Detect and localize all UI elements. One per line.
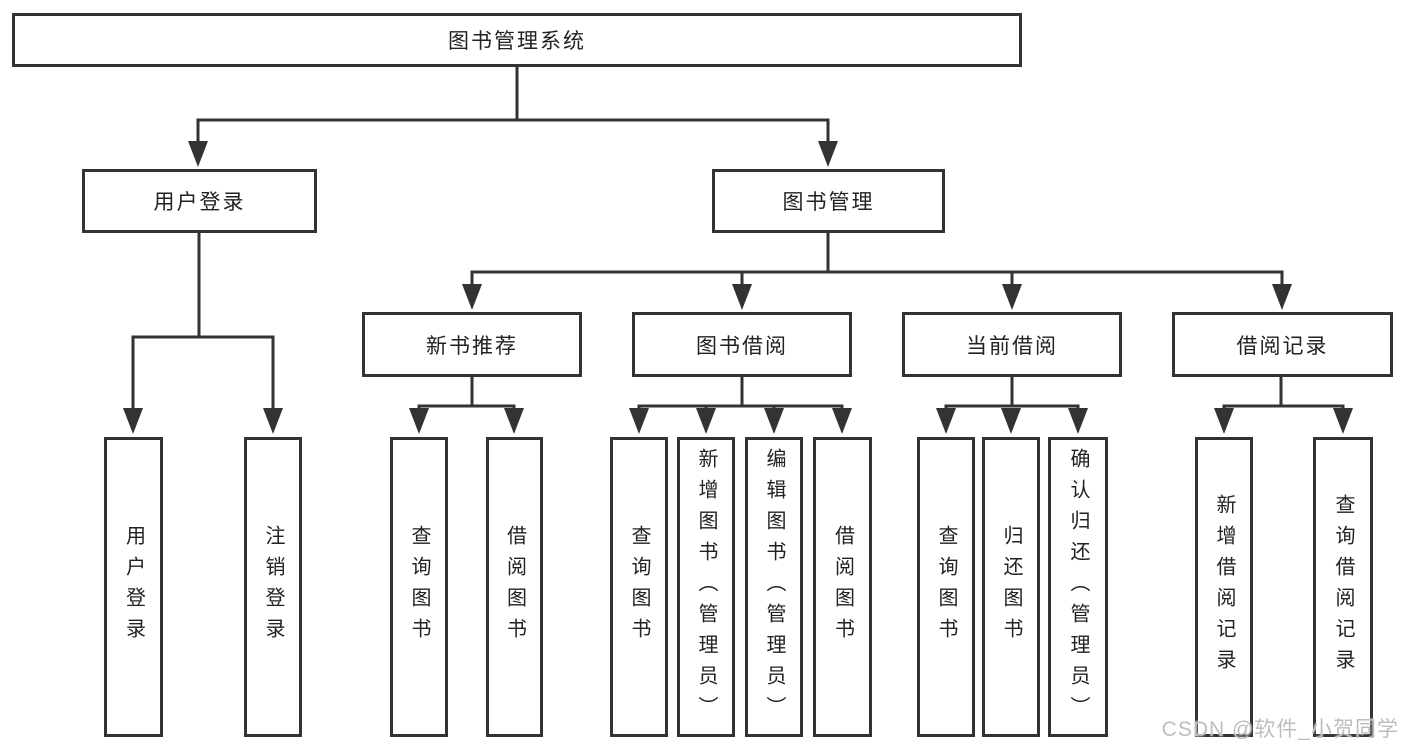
arrow-down-icons xyxy=(123,141,1353,434)
node-add-borrow-record: 新增借阅记录 xyxy=(1195,437,1253,737)
node-user-login: 用户登录 xyxy=(82,169,317,233)
node-query-borrow-record: 查询借阅记录 xyxy=(1313,437,1373,737)
node-label: 借阅图书 xyxy=(503,525,526,649)
node-book-management: 图书管理 xyxy=(712,169,945,233)
node-label: 查询图书 xyxy=(935,525,957,649)
node-label: 借阅记录 xyxy=(1236,334,1329,358)
node-borrow-records: 借阅记录 xyxy=(1172,312,1393,377)
node-return-books: 归还图书 xyxy=(982,437,1040,737)
connector-lines xyxy=(131,65,1345,412)
node-label: 用户登录 xyxy=(122,525,145,649)
node-label: 归还图书 xyxy=(1000,525,1022,649)
node-query-books-borrow: 查询图书 xyxy=(610,437,668,737)
node-label: 编辑图书（管理员） xyxy=(763,447,785,727)
node-book-borrow: 图书借阅 xyxy=(632,312,852,377)
node-label: 新增借阅记录 xyxy=(1213,494,1235,680)
node-borrow-books: 借阅图书 xyxy=(813,437,872,737)
csdn-watermark: CSDN @软件_小贺同学 xyxy=(1161,718,1399,741)
node-query-books-current: 查询图书 xyxy=(917,437,975,737)
node-label: 图书管理系统 xyxy=(448,30,586,53)
node-label: 新增图书（管理员） xyxy=(695,447,717,727)
node-label: 确认归还（管理员） xyxy=(1067,447,1089,727)
node-library-management-system: 图书管理系统 xyxy=(12,13,1022,67)
node-edit-books-admin: 编辑图书（管理员） xyxy=(745,437,803,737)
node-current-borrow: 当前借阅 xyxy=(902,312,1122,377)
node-label: 查询借阅记录 xyxy=(1332,494,1354,680)
node-label: 新书推荐 xyxy=(426,334,518,358)
node-label: 当前借阅 xyxy=(966,334,1058,358)
node-query-books-recommend: 查询图书 xyxy=(390,437,448,737)
node-new-book-recommend: 新书推荐 xyxy=(362,312,582,377)
node-label: 借阅图书 xyxy=(831,525,854,649)
node-add-books-admin: 新增图书（管理员） xyxy=(677,437,735,737)
node-logout: 注销登录 xyxy=(244,437,302,737)
node-label: 图书管理 xyxy=(782,191,875,214)
node-label: 查询图书 xyxy=(408,525,430,649)
node-label: 注销登录 xyxy=(262,525,284,649)
node-label: 图书借阅 xyxy=(696,334,788,358)
node-label: 用户登录 xyxy=(153,191,246,214)
node-label: 查询图书 xyxy=(628,525,650,649)
node-borrow-books-recommend: 借阅图书 xyxy=(486,437,543,737)
node-confirm-return-admin: 确认归还（管理员） xyxy=(1048,437,1108,737)
node-user-login-leaf: 用户登录 xyxy=(104,437,163,737)
